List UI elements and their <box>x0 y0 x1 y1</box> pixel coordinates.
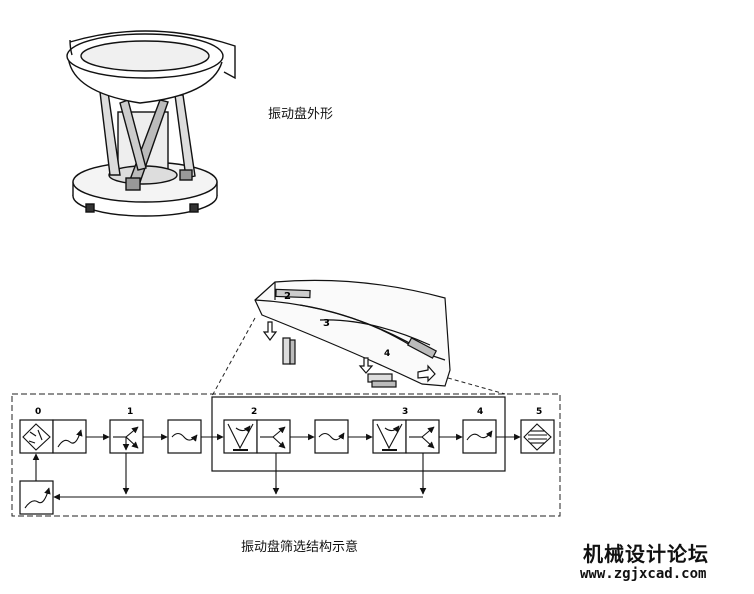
stage-label-0: 0 <box>35 407 41 417</box>
vibratory-bowl-illustration <box>66 30 236 217</box>
flow-arrow-icon <box>57 429 83 448</box>
flow-arrow-icon <box>24 487 51 509</box>
return-block <box>19 480 54 515</box>
track-label-4: 4 <box>384 349 390 359</box>
inner-frame <box>211 396 506 472</box>
feeding-track-illustration <box>254 279 451 388</box>
hopper-block <box>19 419 54 454</box>
screening-block-diagram: 0 1 2 3 4 5 <box>11 393 561 517</box>
projection-lines <box>211 317 506 397</box>
stage-label-3: 3 <box>402 407 408 417</box>
selector-funnel-icon <box>227 423 254 451</box>
jumbled-parts-icon <box>22 423 51 451</box>
selector-funnel-icon <box>376 423 403 451</box>
flow-arrow-icon <box>171 432 198 442</box>
track-label-2: 2 <box>284 291 291 302</box>
stage-label-5: 5 <box>536 407 542 417</box>
stage-label-1: 1 <box>127 407 133 417</box>
bowl-exterior-caption: 振动盘外形 <box>268 107 334 122</box>
watermark-title: 机械设计论坛 <box>583 542 709 566</box>
flow-arrow-icon <box>466 430 493 441</box>
screening-structure-caption: 振动盘筛选结构示意 <box>241 540 359 555</box>
stage-label-4: 4 <box>477 407 483 417</box>
hopper-output-block <box>52 419 87 454</box>
watermark-url: www.zgjxcad.com <box>580 566 707 582</box>
output-5-block <box>520 419 555 454</box>
stage-label-2: 2 <box>251 407 257 417</box>
outer-frame <box>11 393 561 517</box>
split-arrow-icon <box>409 426 435 449</box>
flow-connectors <box>32 433 521 501</box>
split-arrow-icon <box>113 426 139 451</box>
split-arrow-icon <box>260 426 286 449</box>
flow-arrow-icon <box>318 432 345 441</box>
oriented-output-icon <box>523 423 552 451</box>
track-label-3: 3 <box>323 318 330 329</box>
